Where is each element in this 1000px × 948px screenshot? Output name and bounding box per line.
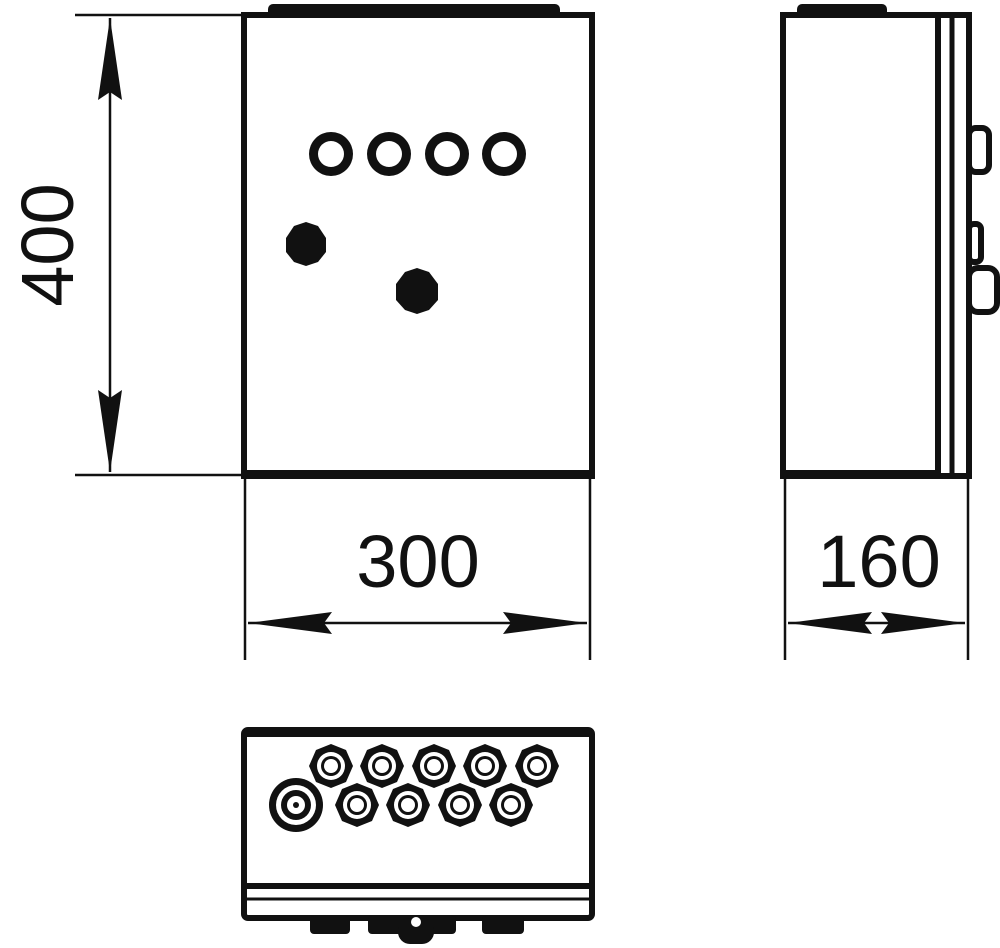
cable-glands-bottom-row <box>335 783 533 827</box>
side-enclosure-body <box>780 12 972 479</box>
cable-gland-icon <box>489 783 533 827</box>
push-button-icon <box>396 268 438 314</box>
indicator-lamp-icon <box>482 132 526 176</box>
depth-dimension: 160 <box>783 478 970 660</box>
bottom-feet <box>310 916 524 944</box>
height-arrow-bottom <box>98 390 122 472</box>
hinge-icon <box>966 265 1000 315</box>
height-label: 400 <box>6 183 89 306</box>
cable-gland-icon <box>438 783 482 827</box>
indicator-lamp-icon <box>309 132 353 176</box>
cable-gland-icon <box>412 744 456 788</box>
width-arrow-left <box>248 612 332 634</box>
cable-gland-large-icon <box>269 778 323 832</box>
mounting-foot-icon <box>398 918 434 944</box>
cable-gland-icon <box>309 744 353 788</box>
width-dimension: 300 <box>243 478 592 660</box>
cable-gland-icon <box>386 783 430 827</box>
side-view <box>780 4 1000 479</box>
front-indicator-lamps <box>309 132 526 176</box>
cable-gland-icon <box>360 744 404 788</box>
front-view <box>241 4 595 479</box>
bottom-view <box>241 727 595 944</box>
depth-label: 160 <box>817 520 940 603</box>
indicator-lamp-icon <box>367 132 411 176</box>
indicator-lamp-icon <box>425 132 469 176</box>
width-label: 300 <box>356 520 479 603</box>
depth-arrow-left <box>788 612 872 634</box>
mounting-foot-icon <box>310 916 350 934</box>
hinge-icon <box>966 221 984 265</box>
height-arrow-top <box>98 18 122 100</box>
depth-arrow-right <box>881 612 965 634</box>
push-button-icon <box>286 222 326 266</box>
height-dimension: 400 <box>6 13 245 477</box>
hinge-icon <box>966 125 992 175</box>
mounting-foot-icon <box>482 916 524 934</box>
cable-glands-top-row <box>309 744 559 788</box>
cable-gland-icon <box>515 744 559 788</box>
cable-gland-icon <box>463 744 507 788</box>
cable-gland-icon <box>335 783 379 827</box>
screw-head-icon <box>411 917 421 927</box>
width-arrow-right <box>503 612 587 634</box>
